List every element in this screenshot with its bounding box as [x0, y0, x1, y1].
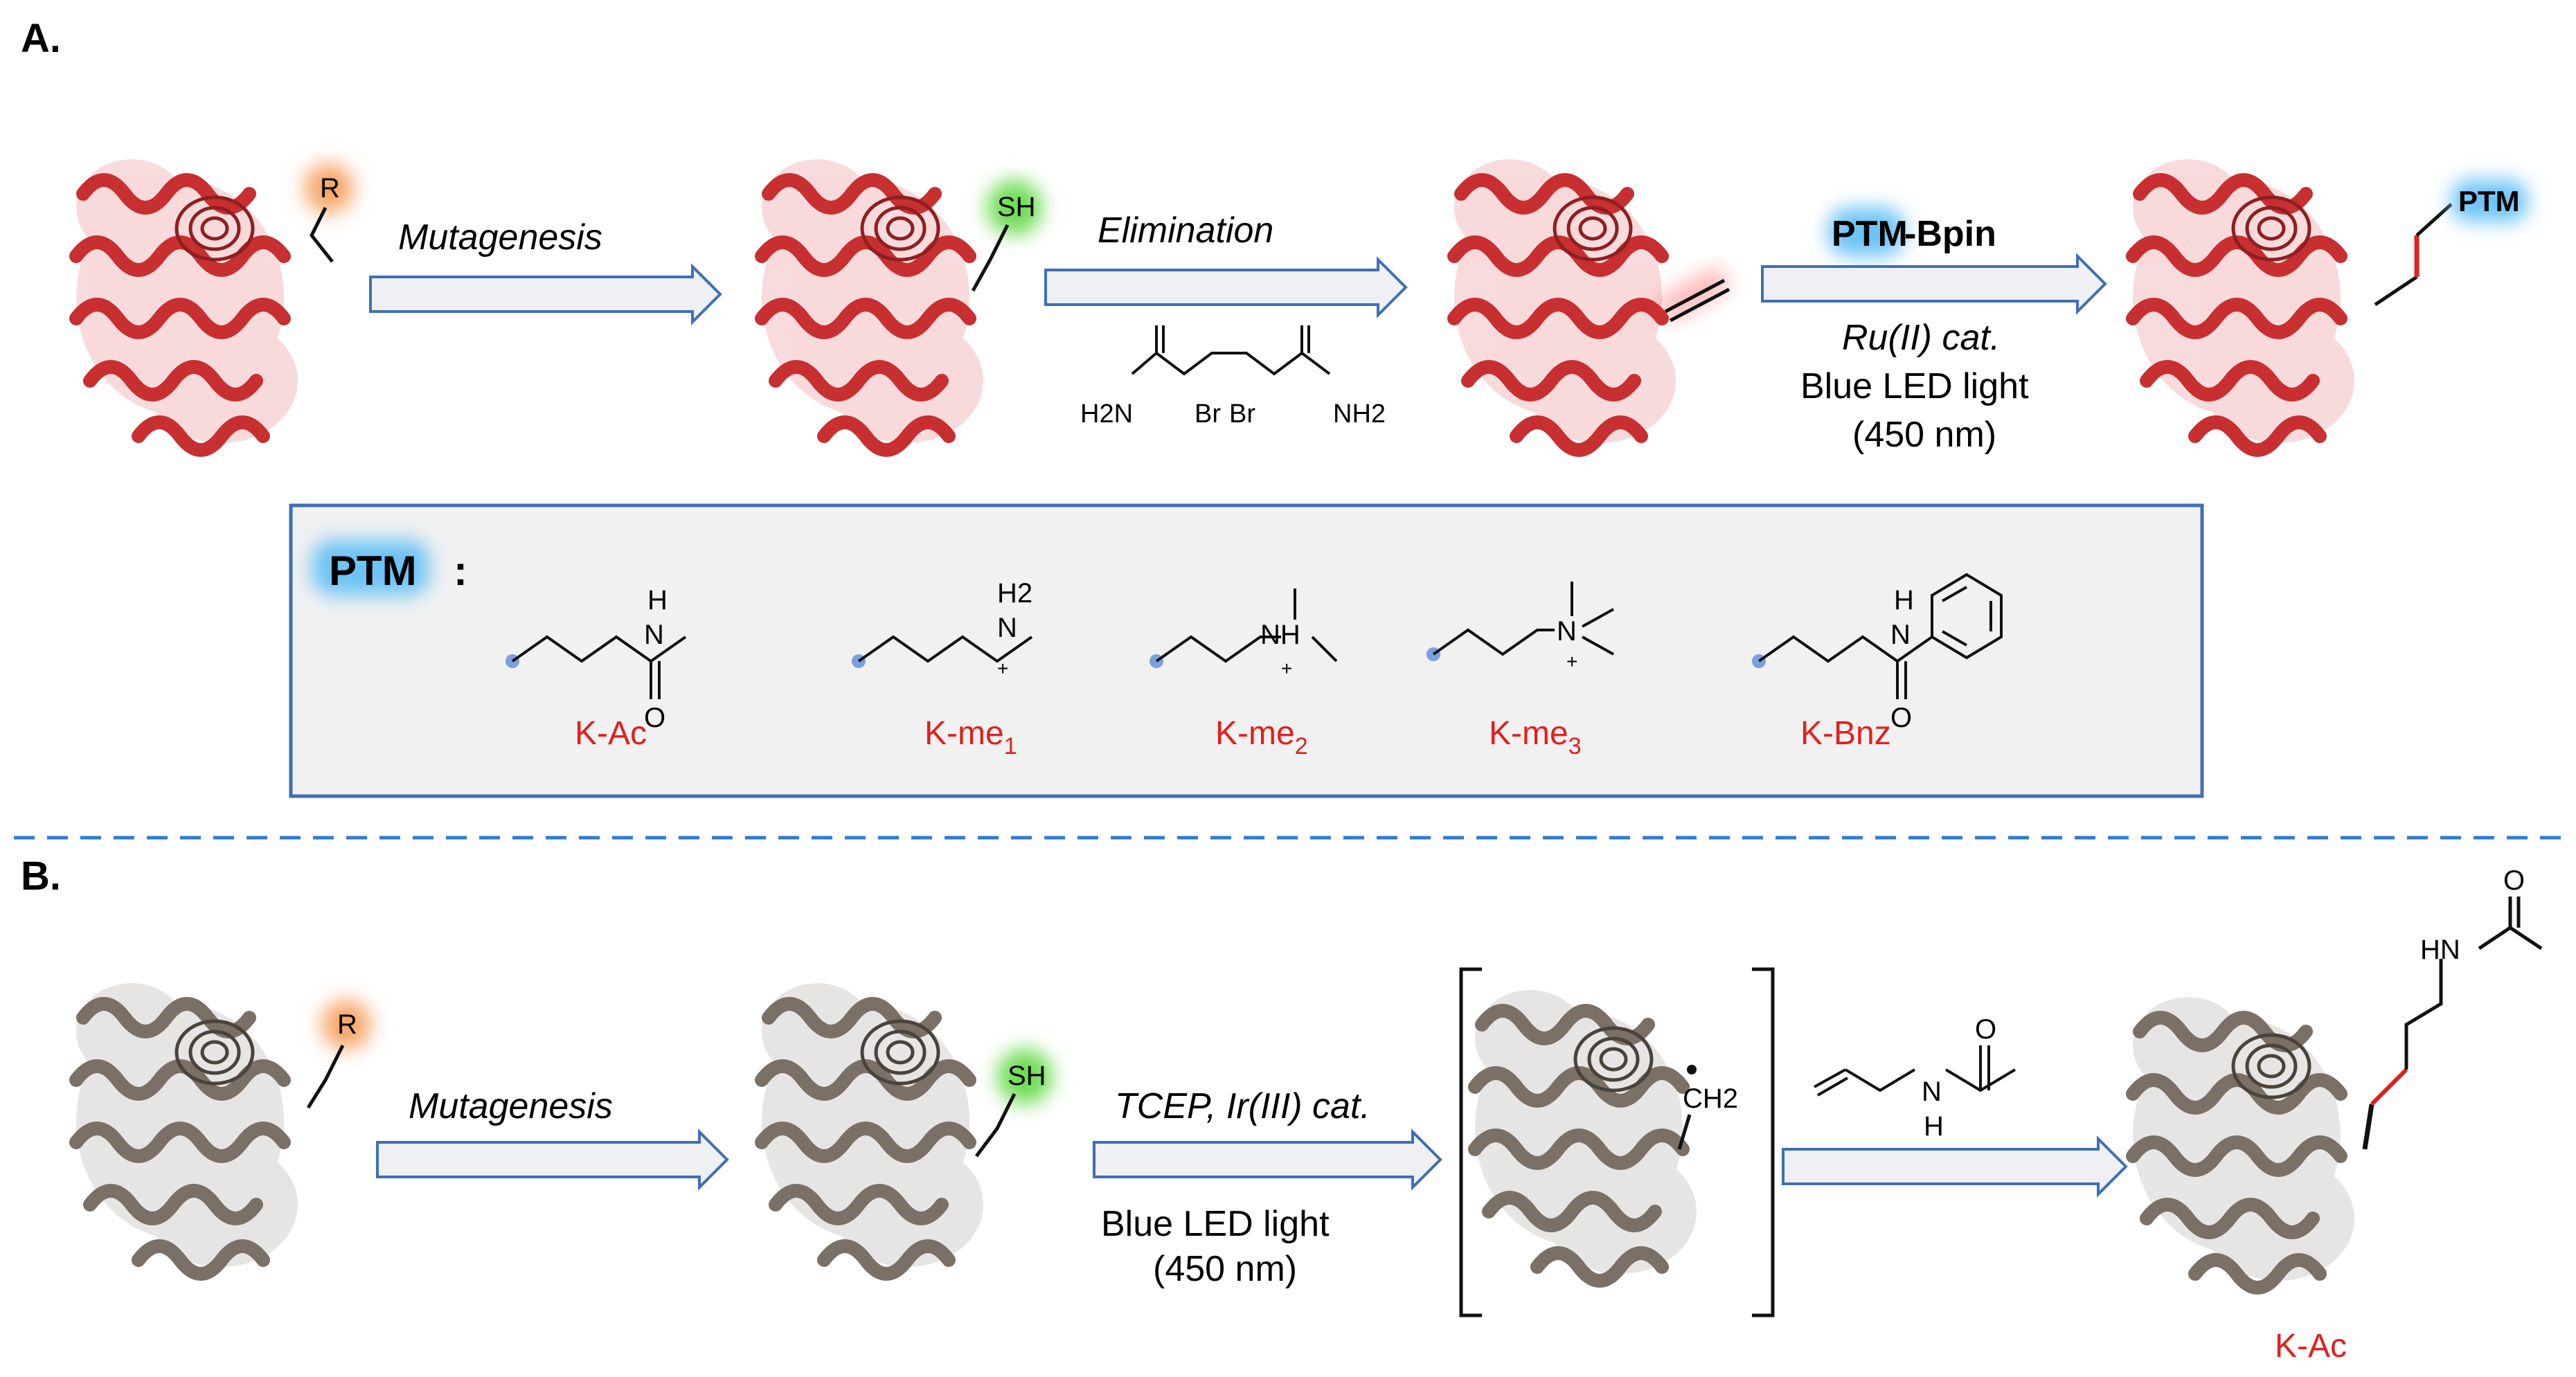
r-group-a: R — [304, 163, 354, 263]
svg-text:PTM: PTM — [1832, 214, 1908, 254]
protein-a2 — [762, 159, 983, 450]
ptm-k-me2 — [1150, 588, 1338, 668]
protein-a3 — [1454, 159, 1676, 450]
svg-text:H: H — [647, 585, 668, 615]
svg-text:N: N — [1890, 620, 1911, 650]
arrow-b1-label: Mutagenesis — [409, 1086, 613, 1126]
arrow-b2-wavelength: (450 nm) — [1153, 1249, 1297, 1289]
allyl-acetamide — [1814, 1045, 2016, 1097]
k-me3-label: K-me3 — [1489, 715, 1582, 759]
svg-text:+: + — [1566, 651, 1577, 672]
radical-intermediate-brackets — [1459, 967, 1775, 1317]
ptm-k-me3 — [1426, 582, 1614, 661]
arrow-a2-label: Elimination — [1098, 210, 1273, 251]
arrow-a3-light: Blue LED light — [1800, 366, 2029, 406]
svg-text:+: + — [997, 658, 1008, 679]
radical-group: CH2 — [1677, 1065, 1738, 1150]
sh-group-b: SH — [975, 1049, 1053, 1158]
svg-text:SH: SH — [997, 192, 1036, 222]
arrow-a1 — [369, 263, 722, 325]
protein-b1 — [69, 983, 298, 1281]
arrow-b2-reagent: TCEP, Ir(III) cat. — [1115, 1086, 1370, 1126]
arrow-a1-label: Mutagenesis — [398, 217, 602, 258]
dibromo-reagent — [1131, 325, 1331, 376]
svg-text:N: N — [644, 620, 664, 650]
ptm-box: PTM : H N O K-Ac H2 N + K-me1 NH + K-me2 — [289, 503, 2204, 798]
ptm-label-a4: PTM — [2458, 185, 2520, 217]
product-k-ac-label: K-Ac — [2275, 1328, 2347, 1365]
ptm-bpin-reagent: PTM -Bpin — [1828, 208, 1996, 256]
k-ac-side-chain — [2362, 897, 2543, 1150]
reagent-br1: Br — [1195, 399, 1221, 429]
allyl-n: N — [1922, 1077, 1942, 1107]
allyl-o: O — [1975, 1014, 1996, 1045]
arrow-b1 — [376, 1128, 729, 1191]
k-bnz-label: K-Bnz — [1800, 715, 1891, 752]
svg-text:-Bpin: -Bpin — [1904, 214, 1996, 254]
product-hn: HN — [2420, 935, 2460, 965]
svg-text:R: R — [320, 173, 340, 204]
ptm-box-title: PTM — [329, 548, 417, 594]
svg-text:N: N — [997, 613, 1017, 643]
arrow-a3-wavelength: (450 nm) — [1852, 415, 1996, 455]
arrow-b2 — [1093, 1128, 1442, 1191]
reagent-br2: Br — [1229, 399, 1255, 429]
ptm-box-colon: : — [454, 548, 467, 594]
svg-text:O: O — [1890, 703, 1912, 733]
k-me2-label: K-me2 — [1215, 715, 1308, 759]
sh-group-a: SH — [971, 180, 1042, 292]
svg-text:NH: NH — [1260, 620, 1300, 650]
protein-b3 — [1475, 990, 1697, 1281]
reagent-nh2: NH2 — [1333, 399, 1386, 429]
ptm-k-bnz — [1752, 573, 2003, 699]
arrow-a3 — [1761, 253, 2107, 315]
k-me1-label: K-me1 — [924, 715, 1017, 759]
svg-text:H2: H2 — [997, 578, 1032, 609]
ptm-k-me1 — [852, 635, 1033, 668]
alkene-group-a — [1655, 264, 1731, 324]
r-group-b: R — [306, 1000, 371, 1109]
svg-text:H: H — [1894, 585, 1914, 615]
protein-a4 — [2133, 159, 2354, 450]
protein-a1 — [69, 159, 298, 457]
panel-a-label: A. — [21, 16, 61, 61]
svg-text:CH2: CH2 — [1683, 1083, 1738, 1114]
svg-text:SH: SH — [1008, 1061, 1046, 1091]
arrow-a3-catalyst: Ru(II) cat. — [1842, 318, 2000, 358]
svg-text:R: R — [337, 1009, 357, 1040]
svg-text:O: O — [644, 703, 665, 733]
svg-text:+: + — [1281, 658, 1292, 679]
ptm-k-ac — [506, 635, 687, 699]
arrow-b3 — [1782, 1135, 2128, 1198]
panel-b-label: B. — [21, 854, 61, 899]
reagent-h2n: H2N — [1080, 399, 1133, 429]
allyl-h: H — [1924, 1111, 1944, 1142]
product-o: O — [2503, 865, 2525, 896]
arrow-a2 — [1044, 256, 1408, 318]
ptm-linker-a: PTM — [2374, 180, 2528, 307]
protein-b4 — [2133, 997, 2354, 1288]
k-ac-label: K-Ac — [575, 715, 647, 752]
protein-b2 — [762, 983, 983, 1274]
arrow-b2-light: Blue LED light — [1101, 1204, 1330, 1244]
svg-text:N: N — [1557, 616, 1577, 647]
